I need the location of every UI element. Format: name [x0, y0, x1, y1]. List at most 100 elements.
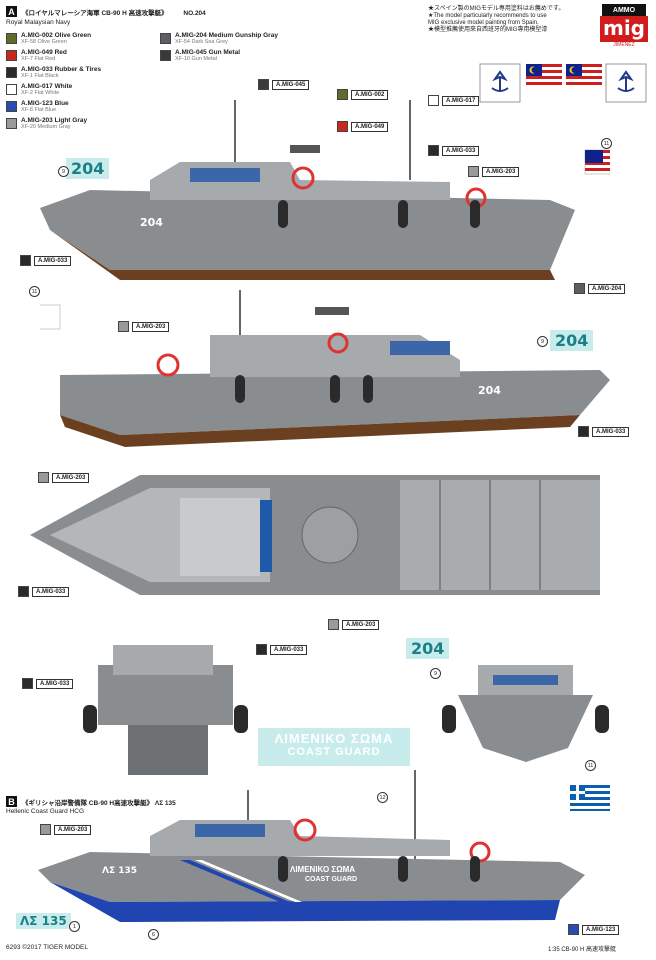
flags-top	[479, 63, 647, 103]
legend-code: A.MIG-017 White	[21, 83, 73, 90]
callout-mig203-c-label: A.MIG-203	[52, 472, 90, 483]
callout-mig049-label: A.MIG-049	[351, 121, 389, 132]
boat-side-view-2	[40, 290, 610, 447]
ref-mark-1: 1	[69, 921, 80, 932]
legend-sub: XF-54 Dark Sea Grey	[175, 39, 228, 45]
section-b-subtitle: Hellenic Coast Guard HCG	[6, 808, 85, 815]
legend-swatch	[6, 67, 17, 78]
logo-sub: JIMENEZ	[613, 42, 635, 48]
legend-swatch	[6, 50, 17, 61]
ref-mark-6: 6	[148, 929, 159, 940]
swatch-white	[428, 95, 439, 106]
coast-guard-english: COAST GUARD	[287, 746, 381, 758]
malaysia-flag-2	[566, 64, 602, 86]
callout-mig033-e-label: A.MIG-033	[270, 644, 308, 655]
ref-mark-9c: 9	[430, 668, 441, 679]
swatch-olive-green	[337, 89, 348, 100]
legend-sub: XF-58 Olive Green	[21, 39, 67, 45]
legend-sub: XF-2 Flat White	[21, 90, 60, 96]
swatch-light-gray	[468, 166, 479, 177]
ammo-mig-logo: AMMO mig JIMENEZ	[598, 2, 650, 52]
hull-number-a1: 204	[140, 216, 163, 229]
boat-front-view-a	[83, 645, 248, 775]
hull-number-a2: 204	[478, 384, 501, 397]
swatch-rubber	[256, 644, 267, 655]
ensign-flag-right	[605, 63, 647, 103]
mig-note-line2: ★The model particularly recommends to us…	[428, 13, 547, 19]
swatch-rubber	[22, 678, 33, 689]
callout-mig033-c-label: A.MIG-033	[592, 426, 630, 437]
callout-mig033-d: A.MIG-033	[18, 586, 70, 597]
callout-mig203-d: A.MIG-203	[328, 619, 380, 630]
logo-main: mig	[600, 16, 648, 42]
callout-mig002: A.MIG-002	[337, 89, 389, 100]
swatch-rubber	[18, 586, 29, 597]
legend-code: A.MIG-033 Rubber & Tires	[21, 66, 102, 73]
section-a-subtitle: Royal Malaysian Navy	[6, 19, 71, 26]
callout-mig033-a: A.MIG-033	[428, 145, 480, 156]
boat-top-view	[30, 475, 600, 595]
hull-number-b: ΛΣ 135	[102, 866, 138, 876]
greek-flag	[570, 785, 610, 811]
boat-side-view-1	[40, 100, 610, 280]
legend-swatch	[6, 84, 17, 95]
ref-mark-11b: 11	[29, 286, 40, 297]
callout-mig203-b: A.MIG-203	[118, 321, 170, 332]
hull-coast-guard-greek: ΛΙΜΕΝΙΚΟ ΣΩΜΑ	[290, 865, 356, 874]
swatch-gunship-gray	[574, 283, 585, 294]
section-a-number: NO.204	[183, 10, 206, 17]
callout-mig033-e: A.MIG-033	[256, 644, 308, 655]
callout-mig017: A.MIG-017	[428, 95, 480, 106]
callout-mig204: A.MIG-204	[574, 283, 626, 294]
callout-mig033-b-label: A.MIG-033	[34, 255, 72, 266]
malaysia-flag-1	[526, 64, 562, 86]
legend-code: A.MIG-203 Light Gray	[21, 117, 88, 124]
callout-mig033-d-label: A.MIG-033	[32, 586, 70, 597]
callout-mig017-label: A.MIG-017	[442, 95, 480, 106]
callout-mig203-c: A.MIG-203	[38, 472, 90, 483]
callout-mig123-label: A.MIG-123	[582, 924, 620, 935]
mig-note-line3: MIG exclusive model painting from Spain.	[428, 20, 539, 26]
swatch-gun-metal	[258, 79, 269, 90]
callout-mig204-label: A.MIG-204	[588, 283, 626, 294]
section-b-title: 《ギリシャ沿岸警備隊 CB-90 H高速攻撃艇》 ΛΣ 135	[22, 800, 176, 807]
mig-note-line1: ★スペイン製のMIGモデル専用塗料はお薦めです。	[428, 6, 565, 12]
swatch-light-gray	[328, 619, 339, 630]
footer-left: 6293 ©2017 TIGER MODEL	[6, 944, 88, 951]
callout-mig203-a: A.MIG-203	[468, 166, 520, 177]
number-badge-204-a2: 204	[550, 330, 594, 351]
ref-mark-9a: 9	[58, 166, 69, 177]
ref-mark-11c: 11	[585, 760, 596, 771]
mig-note: ★スペイン製のMIGモデル専用塗料はお薦めです。 ★The model part…	[428, 6, 588, 34]
callout-mig045-label: A.MIG-045	[272, 79, 310, 90]
legend-sub: XF-1 Flat Black	[21, 73, 59, 79]
legend-sub: XF-7 Flat Red	[21, 56, 56, 62]
mig-note-line4: ★模型推薦使用來自西班牙的MIG專用模型漆	[428, 27, 548, 33]
callout-mig033-f-label: A.MIG-033	[36, 678, 74, 689]
section-a-letter: A	[6, 6, 17, 17]
swatch-blue	[568, 924, 579, 935]
section-a-title: 《ロイヤルマレーシア海軍 CB-90 H 高速攻撃艇》 NO.204	[22, 7, 206, 17]
legend-swatch	[6, 101, 17, 112]
callout-mig033-b: A.MIG-033	[20, 255, 72, 266]
callout-mig033-a-label: A.MIG-033	[442, 145, 480, 156]
logo-top: AMMO	[602, 4, 646, 18]
swatch-light-gray	[118, 321, 129, 332]
callout-mig049: A.MIG-049	[337, 121, 389, 132]
callout-mig033-f: A.MIG-033	[22, 678, 74, 689]
swatch-red	[337, 121, 348, 132]
callout-mig002-label: A.MIG-002	[351, 89, 389, 100]
swatch-rubber	[20, 255, 31, 266]
